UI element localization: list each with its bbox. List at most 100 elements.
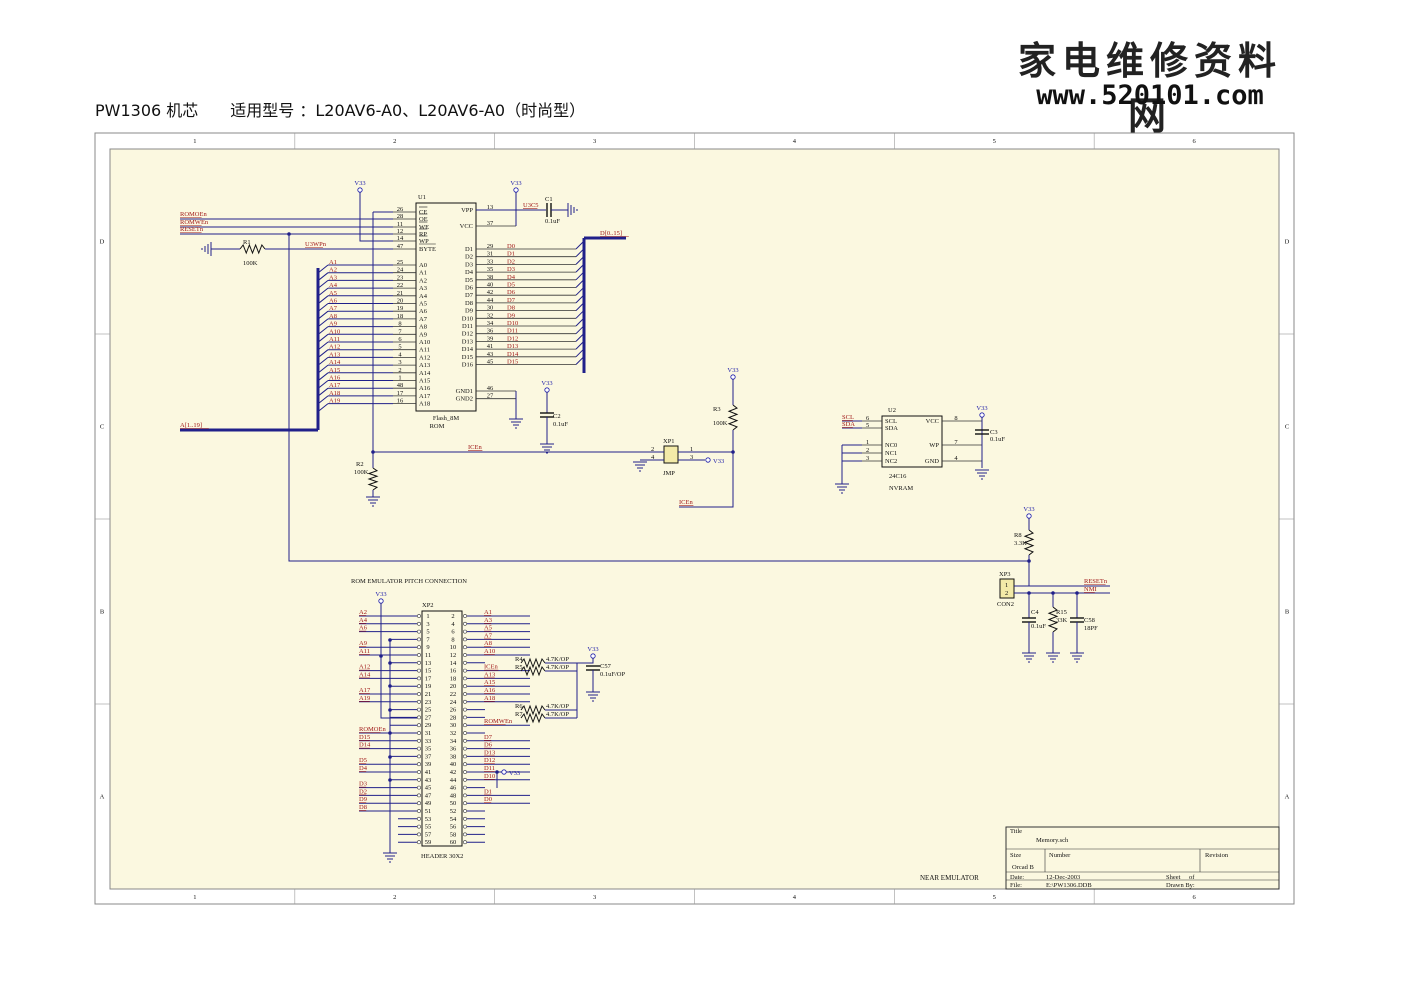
xp2-pin-number: 49: [425, 800, 432, 807]
xp2-pin-number: 57: [425, 831, 432, 838]
u1-pin-number: 46: [487, 385, 494, 392]
junction-dot: [388, 661, 392, 665]
u1-pin-number: 29: [487, 243, 494, 250]
xp2-pin: [463, 785, 467, 790]
data-net-label: D6: [507, 289, 516, 296]
sheet-label: Sheet: [1166, 874, 1181, 881]
data-net-label: D5: [507, 282, 515, 289]
xp2-pin: [417, 809, 421, 813]
u1-pin-number: 41: [487, 343, 494, 350]
xp2-left-net-label: D5: [359, 757, 367, 764]
u1-pin-name: A10: [419, 339, 430, 346]
xp2-pin-number: 43: [425, 777, 432, 784]
xp2-pin: [463, 754, 467, 759]
xp2-pin-number: 52: [450, 808, 457, 815]
u1-pin-name: A1: [419, 270, 427, 277]
u2-pin-name: WP: [929, 442, 939, 449]
u1-pin-name: WE: [419, 224, 429, 231]
u1-pin-number: 16: [397, 398, 404, 405]
xp2-right-net-label: A15: [484, 679, 495, 686]
xp2-pin: [417, 723, 421, 728]
u1-pin-number: 33: [487, 258, 494, 265]
xp3-pin-number: 1: [1005, 582, 1008, 589]
size-label: Size: [1010, 852, 1021, 859]
xp2-pin: [417, 699, 421, 704]
addr-net-label: A1: [329, 259, 337, 266]
addr-net-label: A6: [329, 298, 338, 305]
u1-pin-name: WP: [419, 238, 429, 245]
addr-bus-entry: [317, 395, 329, 405]
u1-pin-name: A9: [419, 331, 427, 338]
xp2-pin-number: 15: [425, 668, 432, 675]
xp2-left-net-label: A17: [359, 687, 371, 694]
u1-pin-name: D8: [465, 300, 473, 307]
date-value: 12-Dec-2003: [1046, 874, 1080, 881]
r5-value: 4.7K/OP: [546, 664, 569, 671]
r6-resistor: [520, 704, 546, 716]
xp2-pin-number: 10: [450, 644, 457, 651]
near-emulator-label: NEAR EMULATOR: [920, 874, 979, 882]
xp2-left-net-label: D2: [359, 788, 367, 795]
xp2-right-net-label: D1: [484, 788, 492, 795]
xp2-left-net-label: A11: [359, 648, 370, 655]
u1-pin-name: A17: [419, 393, 431, 400]
zone-column-label: 2: [393, 894, 396, 901]
junction-dot: [388, 755, 392, 759]
u1-pin-number: 14: [397, 235, 404, 242]
xp2-left-net-label: A6: [359, 625, 368, 632]
xp2-pin-number: 25: [425, 707, 432, 714]
u2-pin-name: SCL: [885, 418, 897, 425]
xp2-pin-number: 30: [450, 722, 457, 729]
r4-resistor: [520, 657, 546, 669]
u1-pin-name: A3: [419, 285, 427, 292]
addr-bus-entry: [317, 318, 329, 328]
u1-pin-number: 38: [487, 274, 494, 281]
u2-part: 24C16: [889, 473, 907, 480]
u1-pin-number: 32: [487, 312, 494, 319]
data-net-label: D8: [507, 305, 515, 312]
r8-value: 3.3K: [1014, 540, 1027, 547]
c57-value: 0.1uF/OP: [600, 671, 625, 678]
c3-value: 0.1uF: [990, 436, 1005, 443]
xp2-right-net-label: D10: [484, 773, 495, 780]
xp2-pin: [463, 840, 467, 845]
xp2-ref: XP2: [422, 602, 434, 609]
xp2-left-net-label: D15: [359, 734, 370, 741]
zone-column-label: 5: [993, 138, 996, 145]
addr-net-label: A12: [329, 344, 340, 351]
u1-pin-number: 11: [397, 221, 403, 228]
xp2-pin: [463, 762, 467, 767]
xp2-pin-number: 35: [425, 746, 432, 753]
zone-column-label: 6: [1192, 138, 1196, 145]
xp2-pin-number: 26: [450, 707, 457, 714]
xp2-right-net-label: ROMWEn: [484, 718, 513, 725]
net-nmi-label: NMI: [1084, 586, 1097, 593]
xp2-left-net-label: A12: [359, 664, 370, 671]
junction-dot: [388, 731, 392, 735]
xp2-pin: [417, 692, 421, 696]
addr-net-label: A9: [329, 321, 337, 328]
v33-power-port: [378, 598, 384, 604]
data-net-label: D2: [507, 258, 515, 265]
u1-pin-number: 26: [397, 206, 404, 213]
u1-pin-number: 31: [487, 251, 494, 258]
u1-pin-name: D6: [465, 285, 474, 292]
xp2-pin: [417, 801, 421, 806]
addr-bus-entry: [317, 403, 329, 412]
r5-ref: R5: [515, 664, 523, 671]
xp2-pin: [417, 840, 421, 845]
addr-bus-entry: [317, 349, 329, 359]
xp2-pin: [463, 660, 467, 665]
u2-net-label: SDA: [842, 421, 855, 428]
junction-dot: [379, 654, 383, 658]
u1-pin-name: D4: [465, 269, 474, 276]
addr-net-label: A4: [329, 282, 338, 289]
r3-ref: R3: [713, 406, 721, 413]
xp2-pin-number: 44: [450, 777, 457, 784]
junction-dot: [495, 770, 499, 774]
xp3-ref: XP3: [999, 571, 1011, 578]
xp2-pin-number: 17: [425, 675, 432, 682]
xp2-pin: [463, 692, 467, 696]
xp2-pin-number: 16: [450, 668, 457, 675]
xp2-right-net-label: A7: [484, 632, 493, 639]
